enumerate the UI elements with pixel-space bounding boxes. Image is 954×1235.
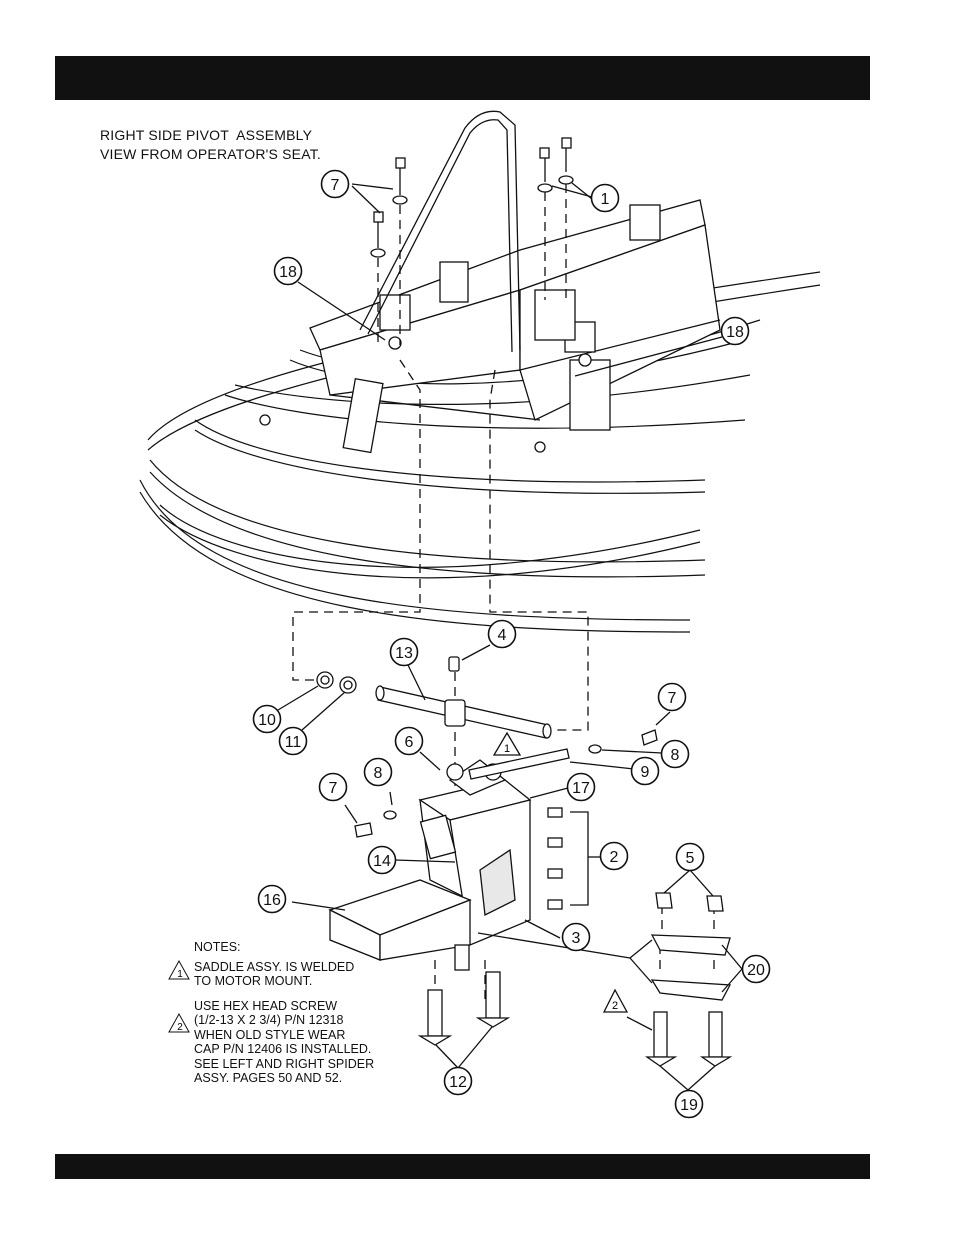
callout-label: 7: [668, 690, 677, 707]
note2-line3: WHEN OLD STYLE WEAR: [194, 1027, 346, 1042]
note2-line5: SEE LEFT AND RIGHT SPIDER: [194, 1056, 375, 1071]
callout-label: 19: [680, 1097, 698, 1114]
callout-label: 13: [395, 645, 413, 662]
lift-handle: [359, 110, 521, 353]
note2-line6: ASSY. PAGES 50 AND 52.: [194, 1071, 343, 1085]
diagram-title-line1: RIGHT SIDE PIVOT ASSEMBLY: [100, 127, 313, 143]
callout-label: 17: [572, 780, 590, 797]
callout-label: 7: [329, 780, 338, 797]
callout-8: 8: [660, 739, 690, 769]
callout-7: 7: [320, 169, 350, 199]
callout-label: 18: [726, 324, 744, 341]
callout-label: 7: [331, 177, 340, 194]
motor-mount: [328, 729, 658, 971]
triangle-marker-2-label: 2: [612, 1000, 618, 1012]
callout-19: 19: [674, 1089, 704, 1119]
note2-line2: (1/2-13 X 2 3/4) P/N 12318: [194, 1013, 344, 1027]
alignment-lines: [292, 184, 715, 1005]
callout-8: 8: [363, 757, 393, 787]
callout-label: 11: [285, 734, 302, 751]
callout-label: 1: [601, 191, 610, 208]
callout-7: 7: [318, 772, 348, 802]
callout-label: 5: [686, 850, 695, 867]
callout-12: 12: [443, 1066, 473, 1096]
callout-7: 7: [657, 682, 687, 712]
diagram-title-line2: VIEW FROM OPERATOR'S SEAT.: [100, 146, 322, 162]
callout-6: 6: [394, 726, 424, 756]
diagram-title: RIGHT SIDE PIVOT ASSEMBLY VIEW FROM OPER…: [100, 126, 321, 164]
callout-label: 8: [374, 765, 383, 782]
pivot-shaft: [316, 656, 552, 739]
note1-triangle-icon: 1: [168, 959, 190, 980]
leader-lines: [277, 182, 743, 1091]
callout-10: 10: [252, 704, 282, 734]
note2-line1: USE HEX HEAD SCREW: [194, 998, 338, 1013]
callout-18: 18: [273, 256, 303, 286]
callout-label: 2: [610, 849, 619, 866]
callout-20: 20: [741, 954, 771, 984]
callout-label: 9: [641, 764, 650, 781]
header-bar: [55, 56, 870, 100]
callout-9: 9: [630, 756, 660, 786]
top-bolts: [370, 137, 574, 258]
footer-bar: [55, 1154, 870, 1179]
callout-label: 18: [279, 264, 297, 281]
notes-block: NOTES: 1 SADDLE ASSY. IS WELDED TO MOTOR…: [168, 940, 374, 1086]
callout-13: 13: [389, 637, 419, 667]
callout-label: 8: [671, 747, 680, 764]
callout-label: 12: [449, 1074, 467, 1091]
note1-line2: TO MOTOR MOUNT.: [194, 974, 313, 988]
callout-label: 14: [373, 853, 391, 870]
callout-label: 20: [747, 962, 765, 979]
triangle-marker-1-label: 1: [504, 743, 510, 755]
note2-marker: 2: [177, 1022, 183, 1033]
wear-caps: [417, 892, 733, 1067]
callout-label: 4: [498, 627, 507, 644]
callout-1: 1: [590, 183, 620, 213]
note1-line1: SADDLE ASSY. IS WELDED: [194, 959, 355, 974]
note1-marker: 1: [177, 969, 183, 980]
main-frame: [259, 199, 721, 454]
note2-line4: CAP P/N 12406 IS INSTALLED.: [194, 1042, 372, 1056]
callout-label: 16: [263, 892, 281, 909]
notes-heading: NOTES:: [194, 940, 241, 954]
callout-5: 5: [675, 842, 705, 872]
callout-4: 4: [487, 619, 517, 649]
triangle-marker-2: 2: [602, 988, 629, 1013]
callout-label: 10: [258, 712, 276, 729]
callout-11: 11: [278, 726, 308, 756]
callout-label: 6: [405, 734, 414, 751]
callout-14: 14: [367, 845, 397, 875]
callout-18: 18: [720, 316, 750, 346]
callout-2: 2: [599, 841, 629, 871]
callout-16: 16: [257, 884, 287, 914]
callout-3: 3: [561, 922, 591, 952]
note2-triangle-icon: 2: [168, 1012, 190, 1033]
triangle-marker-1: 1: [492, 731, 522, 756]
callout-17: 17: [566, 772, 596, 802]
callout-label: 3: [572, 930, 581, 947]
